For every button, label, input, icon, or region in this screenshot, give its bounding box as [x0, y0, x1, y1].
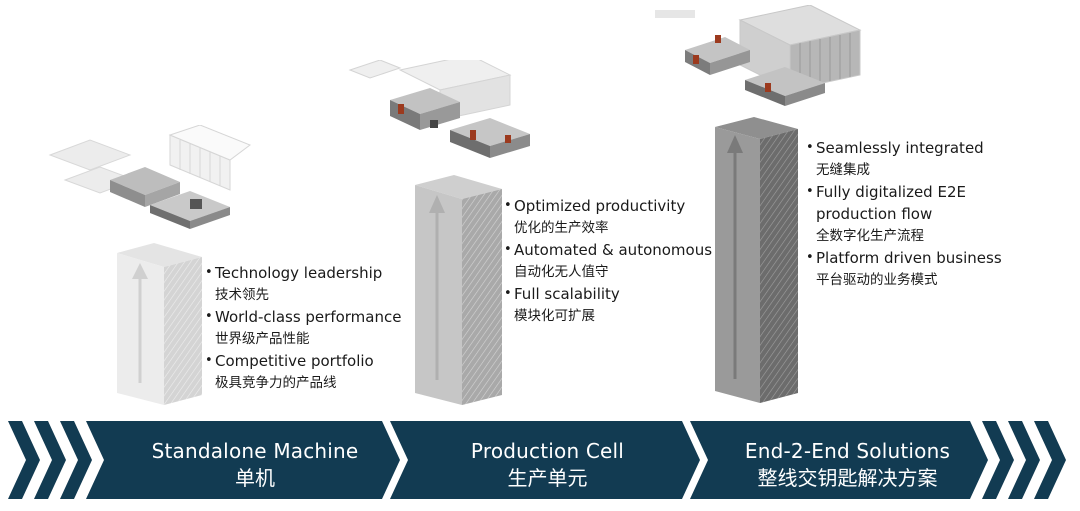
bullet-en: Full scalability — [514, 285, 620, 303]
bullet-en: Automated & autonomous — [514, 241, 713, 259]
bullet-zh: 无缝集成 — [816, 162, 870, 178]
bullet-zh: 全数字化生产流程 — [816, 228, 924, 244]
stage-name-zh: 整线交钥匙解决方案 — [757, 466, 938, 490]
bullet-item: • Technology leadership 技术领先 — [205, 262, 401, 306]
stage2-label: Production Cell 生产单元 — [405, 438, 690, 492]
bullet-zh: 优化的生产效率 — [514, 220, 609, 236]
pillar-production-cell — [415, 175, 502, 405]
bullet-en: Seamlessly integrated — [816, 139, 984, 157]
bullet-item: • World-class performance 世界级产品性能 — [205, 306, 401, 350]
stage2-bullets: • Optimized productivity 优化的生产效率 • Autom… — [504, 195, 712, 327]
bullet-en: Technology leadership — [215, 264, 383, 282]
chevron-right-1 — [982, 421, 1014, 499]
stage2-arrow — [390, 421, 700, 499]
standalone-machine-illustration — [48, 125, 252, 229]
bullet-zh: 极具竞争力的产品线 — [215, 375, 337, 391]
bullet-en: Optimized productivity — [514, 197, 686, 215]
bullet-item: • Competitive portfolio 极具竞争力的产品线 — [205, 350, 401, 394]
chevron-left-3 — [60, 421, 92, 499]
stage3-bullets: • Seamlessly integrated 无缝集成 • Fully dig… — [806, 137, 1002, 291]
bullet-item: • Optimized productivity 优化的生产效率 — [504, 195, 712, 239]
stage-name-en: End-2-End Solutions — [744, 439, 951, 463]
bullet-en: World-class performance — [215, 308, 402, 326]
stage-name-en: Standalone Machine — [151, 439, 359, 463]
stage-name-en: Production Cell — [470, 439, 625, 463]
end-to-end-line-illustration — [655, 5, 862, 106]
bullet-item: • Seamlessly integrated 无缝集成 — [806, 137, 1002, 181]
stage-name-zh: 单机 — [235, 466, 275, 490]
stage1-label: Standalone Machine 单机 — [110, 438, 400, 492]
bullet-item: • Platform driven business 平台驱动的业务模式 — [806, 247, 1002, 291]
bullet-item: • Full scalability 模块化可扩展 — [504, 283, 712, 327]
stage3-label: End-2-End Solutions 整线交钥匙解决方案 — [705, 438, 990, 492]
bullet-item: • Automated & autonomous 自动化无人值守 — [504, 239, 712, 283]
pillar-standalone — [117, 243, 202, 405]
bullet-en: Fully digitalized E2E production flow — [816, 183, 966, 223]
stage-name-zh: 生产单元 — [507, 466, 588, 490]
bullet-item: • Fully digitalized E2E production flow … — [806, 181, 1002, 247]
bullet-zh: 平台驱动的业务模式 — [816, 272, 938, 288]
chevron-right-3 — [1034, 421, 1066, 499]
stage3-arrow — [690, 421, 988, 499]
production-cell-illustration — [348, 60, 530, 158]
chevron-right-2 — [1008, 421, 1040, 499]
stage1-bullets: • Technology leadership 技术领先 • World-cla… — [205, 262, 401, 394]
bullet-zh: 模块化可扩展 — [514, 308, 595, 324]
chevron-left-1 — [8, 421, 40, 499]
bullet-en: Platform driven business — [816, 249, 1002, 267]
bullet-en: Competitive portfolio — [215, 352, 374, 370]
bullet-zh: 世界级产品性能 — [215, 331, 310, 347]
chevron-left-2 — [34, 421, 66, 499]
stage-arrow-band — [8, 421, 1066, 499]
band-shapes — [8, 421, 1066, 499]
pillar-end-to-end — [715, 117, 798, 403]
stage1-arrow — [86, 421, 400, 499]
bullet-zh: 技术领先 — [215, 287, 269, 303]
bullet-zh: 自动化无人值守 — [514, 264, 609, 280]
